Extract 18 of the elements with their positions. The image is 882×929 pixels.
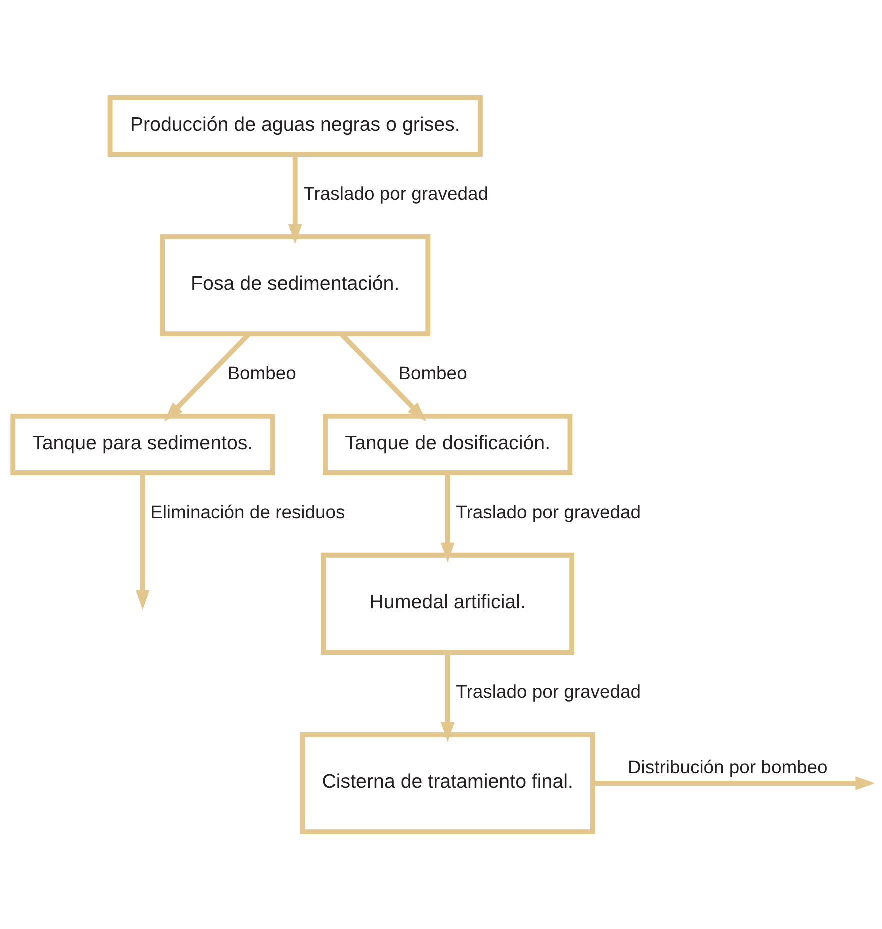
arrow — [593, 776, 874, 790]
node-box: Tanque de dosificación. — [323, 413, 573, 475]
edge-label: Traslado por gravedad — [456, 500, 641, 522]
node-box: Tanque para sedimentos. — [10, 413, 276, 475]
arrow — [288, 154, 302, 244]
arrow — [136, 472, 150, 610]
node-box: Producción de aguas negras o grises. — [108, 94, 483, 156]
edge-label: Eliminación de residuos — [150, 500, 346, 522]
edge-label: Bombeo — [228, 362, 296, 384]
node-box: Humedal artificial. — [321, 552, 575, 654]
node-box: Fosa de sedimentación. — [160, 234, 431, 336]
edge-label: Traslado por gravedad — [456, 680, 641, 702]
edge-label: Bombeo — [398, 362, 468, 384]
edge-label: Traslado por gravedad — [304, 182, 489, 204]
arrow — [440, 652, 455, 742]
edge-label: Distribución por bombeo — [628, 756, 828, 778]
arrow — [440, 472, 455, 562]
node-box: Cisterna de tratamiento final. — [300, 732, 596, 834]
